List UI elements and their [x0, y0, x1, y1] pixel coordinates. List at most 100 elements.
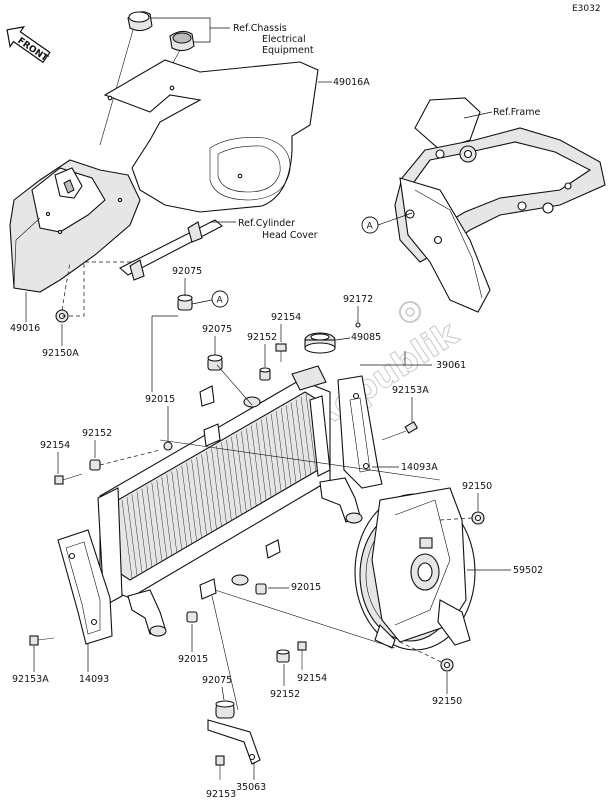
- label-92015-left: 92015: [145, 394, 175, 405]
- label-49016: 49016: [10, 323, 40, 334]
- ref-chassis-line2: Electrical: [262, 34, 306, 45]
- radiator-fin: [300, 396, 312, 475]
- radiator-fin: [121, 499, 133, 579]
- cylinder-head-cover-ref: [119, 219, 236, 281]
- radiator-cover-49016A: [103, 59, 319, 213]
- label-92015-right: 92015: [291, 582, 321, 593]
- radiator-fin: [181, 465, 192, 544]
- radiator-fin: [211, 448, 222, 527]
- label-92150A: 92150A: [42, 348, 79, 359]
- radiator-fin: [161, 477, 173, 556]
- side-cover-14093A: [337, 375, 383, 489]
- label-92154-top: 92154: [271, 312, 301, 323]
- radiator-fin: [176, 468, 187, 547]
- callout-a-grommet: A: [191, 290, 229, 308]
- radiator-fin: [285, 405, 297, 484]
- radiator-fin: [226, 439, 237, 518]
- radiator-fin: [136, 491, 148, 570]
- bolt-92150-bottom: [440, 658, 454, 672]
- radiator-fin: [275, 411, 287, 490]
- bracket-35063: [207, 700, 261, 765]
- svg-text:A: A: [217, 296, 224, 306]
- radiator-fin: [270, 414, 282, 493]
- watermark-gear-icon: [399, 301, 421, 323]
- label-35063: 35063: [236, 782, 266, 793]
- radiator-fin: [216, 445, 227, 524]
- ref-cylinder-line2: Head Cover: [262, 230, 318, 241]
- radiator-fin: [305, 393, 317, 473]
- radiator-fin: [221, 442, 232, 521]
- radiator-fin: [166, 474, 178, 553]
- bolt-92153A-left: [29, 635, 55, 646]
- radiator-fin: [251, 425, 262, 504]
- label-49085: 49085: [351, 332, 381, 343]
- callout-a-frame: A: [361, 212, 413, 234]
- radiator-cap-49085: [304, 332, 336, 354]
- label-92152-bottom: 92152: [270, 689, 300, 700]
- radiator-fin: [256, 422, 267, 501]
- grommet-92015-bottom: [186, 611, 198, 623]
- radiator-fins: [121, 393, 317, 579]
- radiator-shroud-49016: [9, 159, 141, 293]
- radiator-fin: [186, 462, 197, 541]
- radiator-fin: [280, 408, 292, 487]
- collar-92152-top: [259, 367, 271, 381]
- radiator-fin: [141, 488, 153, 567]
- radiator-fin: [201, 454, 212, 533]
- grommet-92075-mid: [207, 354, 223, 371]
- radiator-fin: [241, 431, 252, 510]
- label-92015-bottom: 92015: [178, 654, 208, 665]
- radiator-fin: [206, 451, 217, 530]
- svg-text:A: A: [367, 222, 374, 232]
- radiator-fin: [196, 456, 207, 536]
- bolt-92154-top: [275, 343, 287, 362]
- ref-chassis-line1: Ref.Chassis: [233, 23, 287, 34]
- label-92075-top: 92075: [172, 266, 202, 277]
- radiator-fin: [236, 434, 247, 513]
- radiator-fin: [260, 419, 272, 498]
- label-92154-bottom: 92154: [297, 673, 327, 684]
- radiator-fin: [246, 428, 257, 507]
- label-14093A: 14093A: [401, 462, 438, 473]
- radiator-fin: [191, 459, 202, 538]
- bolt-92153-bottom: [215, 755, 225, 780]
- label-59502: 59502: [513, 565, 543, 576]
- radiator-fin: [156, 479, 168, 558]
- radiator-fin: [171, 471, 182, 550]
- label-92152-left: 92152: [82, 428, 112, 439]
- bolt-92150-top: [471, 511, 485, 525]
- label-92075-bottom: 92075: [202, 675, 232, 686]
- bolt-92154-left: [54, 473, 83, 485]
- label-92075-mid: 92075: [202, 324, 232, 335]
- bolt-92154-bottom: [297, 641, 307, 670]
- diagram-code: E3032: [572, 4, 601, 14]
- radiator-core: [97, 365, 363, 637]
- radiator-fin: [146, 485, 158, 564]
- ref-cylinder-line1: Ref.Cylinder: [238, 218, 295, 229]
- label-39061: 39061: [436, 360, 466, 371]
- grommet-92015-right: [255, 583, 267, 595]
- cooling-fan-59502: [354, 487, 476, 651]
- radiator-fin: [151, 482, 163, 561]
- label-92152-top: 92152: [247, 332, 277, 343]
- label-49016A: 49016A: [333, 77, 370, 88]
- ref-frame: Ref.Frame: [493, 107, 540, 118]
- radiator-fin: [290, 402, 302, 481]
- bolt-92153A-right: [381, 421, 419, 441]
- collar-92152-bottom: [276, 649, 290, 663]
- chassis-ref-parts: [127, 11, 230, 52]
- radiator-fin: [131, 494, 143, 573]
- label-92150-top: 92150: [462, 481, 492, 492]
- label-92154-left: 92154: [40, 440, 70, 451]
- radiator-fin: [231, 436, 242, 516]
- label-92153A-left: 92153A: [12, 674, 49, 685]
- label-92172: 92172: [343, 294, 373, 305]
- label-92153A-right: 92153A: [392, 385, 429, 396]
- side-cover-14093: [57, 529, 113, 645]
- label-14093: 14093: [79, 674, 109, 685]
- ref-chassis-line3: Equipment: [262, 45, 314, 56]
- radiator-fin: [295, 399, 307, 478]
- label-92150-bottom: 92150: [432, 696, 462, 707]
- front-arrow-icon: FRONT: [6, 26, 51, 64]
